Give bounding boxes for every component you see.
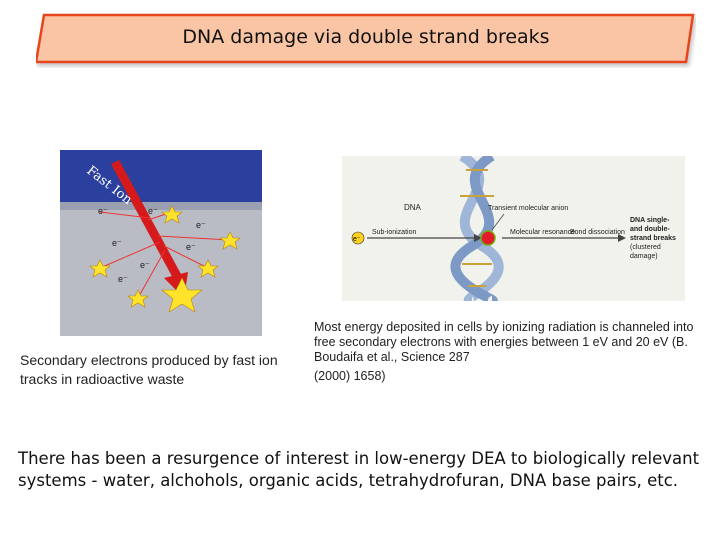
title-banner-shape [36,13,695,64]
transient-anion-label: Transient molecular anion [488,205,568,212]
dna-dea-figure: e⁻ DNA Transient molecular anion Sub-ion… [342,151,685,306]
sub-ionization-label: Sub-ionization [372,229,416,236]
electron-label: e⁻ [118,274,128,284]
electron-labels: e⁻ e⁻ e⁻ e⁻ e⁻ e⁻ e⁻ [98,206,206,284]
right-figure-caption: Most energy deposited in cells by ionizi… [314,320,704,384]
electron-label: e⁻ [98,206,108,216]
breaks-label-line: DNA single- [630,217,670,224]
electron-label: e⁻ [186,242,196,252]
electron-trajectories [99,211,231,299]
body-paragraph: There has been a resurgence of interest … [18,449,700,490]
surface-band [60,202,262,210]
breaks-label-line: damage) [630,253,658,260]
left-figure-caption: Secondary electrons produced by fast ion… [20,352,278,387]
breaks-label-line: and double- [630,226,670,233]
electron-icon [351,231,365,245]
electron-symbol: e⁻ [353,236,361,243]
right-caption-main: Most energy deposited in cells by ionizi… [314,320,694,364]
electron-label: e⁻ [196,220,206,230]
molecular-resonance-label: Molecular resonance [510,229,575,236]
dna-figure-background [342,156,685,301]
breaks-label-line: strand breaks [630,235,676,242]
bond-dissociation-label: Bond dissociation [570,229,625,236]
breaks-label-line: (clustered [630,244,661,251]
dna-strand-b [450,151,498,306]
electron-label: e⁻ [140,260,150,270]
right-caption-citation: (2000) 1658) [314,369,386,383]
electron-label: e⁻ [112,238,122,248]
vacuum-region [60,150,262,202]
transient-anion-icon [480,230,496,246]
page-title: DNA damage via double strand breaks [182,26,550,48]
fast-ion-illustration: Fast Ion e⁻ e⁻ e⁻ e⁻ e⁻ e⁻ e⁻ [60,150,262,336]
dna-dea-illustration: e⁻ DNA Transient molecular anion Sub-ion… [342,151,685,306]
base-pairs [460,169,494,287]
ion-track [111,159,182,281]
impact-stars [89,205,241,313]
fast-ion-figure: Fast Ion e⁻ e⁻ e⁻ e⁻ e⁻ e⁻ e⁻ [60,150,262,336]
title-banner: DNA damage via double strand breaks [36,12,696,68]
electron-label: e⁻ [148,206,158,216]
dna-label: DNA [404,203,422,212]
